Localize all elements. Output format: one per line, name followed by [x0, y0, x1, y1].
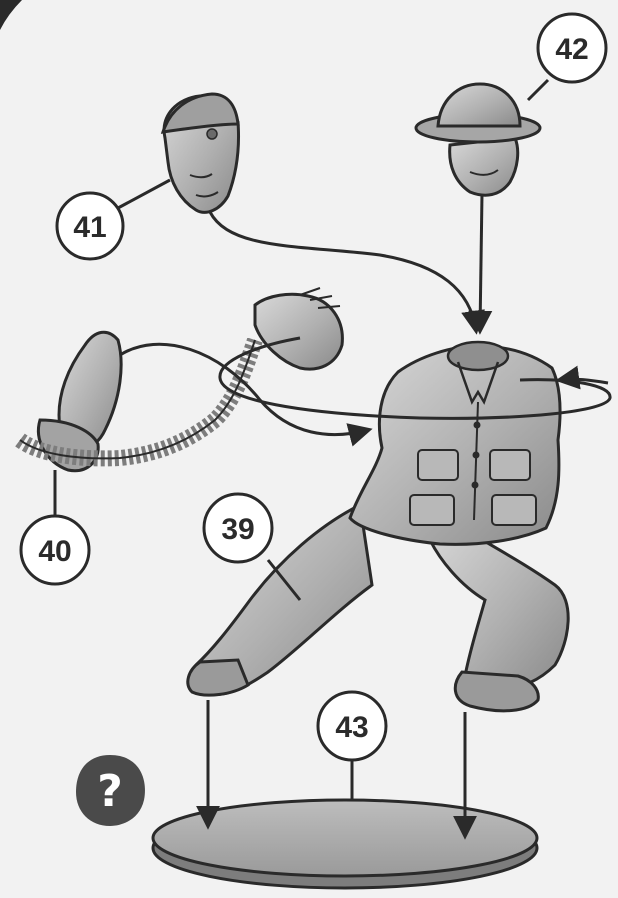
- callout-41-label: 41: [73, 211, 106, 244]
- callout-40-label: 40: [38, 535, 71, 568]
- corner-mark: [0, 0, 22, 30]
- part-base: [153, 800, 537, 888]
- callout-39-label: 39: [221, 513, 254, 546]
- question-icon[interactable]: ?: [76, 755, 145, 826]
- callout-40: 40: [21, 516, 89, 584]
- callout-41: 41: [57, 193, 123, 259]
- callout-42-label: 42: [555, 33, 588, 66]
- callout-39: 39: [204, 494, 272, 562]
- callout-43: 43: [318, 692, 386, 760]
- callout-43-label: 43: [335, 711, 368, 744]
- part-arm-ammo-belt: [20, 288, 342, 471]
- question-glyph: ?: [97, 766, 123, 817]
- part-head-helmet: [416, 84, 540, 195]
- part-head-side-cap: [163, 94, 239, 212]
- callout-42: 42: [538, 14, 606, 82]
